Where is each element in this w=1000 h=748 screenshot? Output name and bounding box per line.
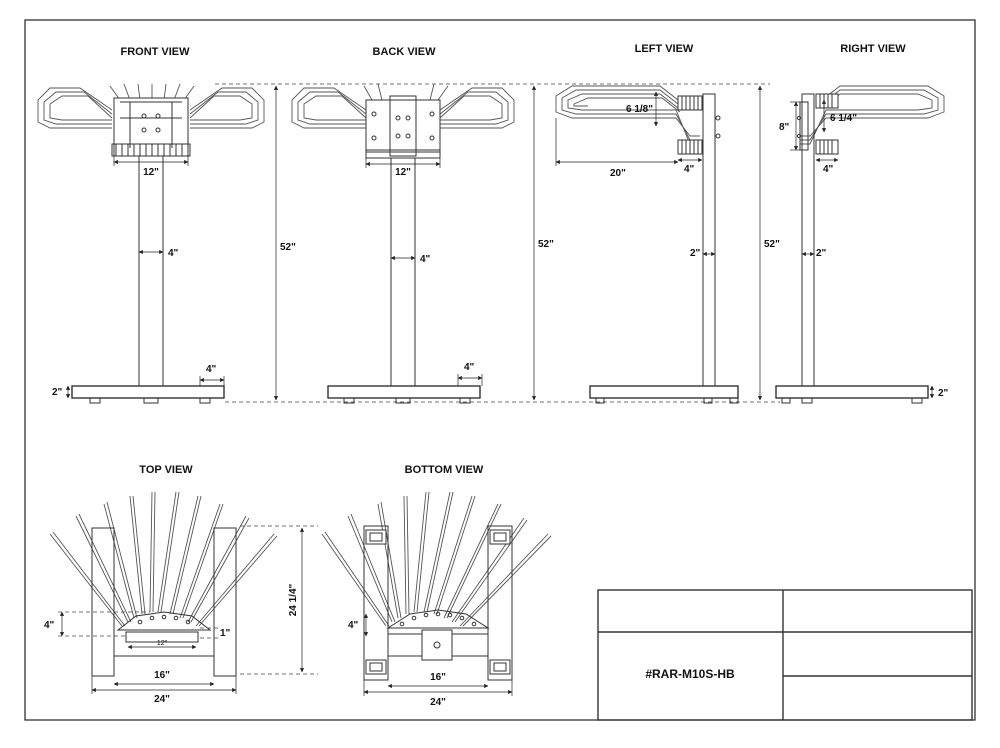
bottom-outer-w-dim: 24" [430, 697, 446, 708]
front-base-dim: 2" [52, 387, 63, 398]
right-block-h-dim: 8" [779, 122, 790, 133]
left-view-title: LEFT VIEW [635, 43, 694, 55]
right-view: RIGHT VIEW 8" 6 1/4" 4" 2" 2" [775, 43, 949, 404]
back-base [327, 385, 481, 399]
front-width-dim: 12" [143, 167, 159, 178]
front-bracket [113, 97, 189, 157]
right-spacing-dim: 6 1/4" [830, 113, 857, 124]
left-base [589, 385, 739, 399]
left-view: LEFT VIEW 6 1/8" 20" 4" 2" [555, 43, 739, 404]
right-base [775, 385, 929, 399]
back-post-dim: 4" [420, 254, 431, 265]
front-view: FRONT VIEW 12" 4" 4" 2" [37, 46, 265, 404]
depth-dim: 24 1/4" [288, 583, 299, 616]
top-outer-w-dim: 24" [154, 694, 170, 705]
left-post-dim: 2" [690, 248, 701, 259]
right-post-dim: 2" [816, 248, 827, 259]
top-arms [49, 491, 278, 627]
height-c-dim: 52" [764, 239, 780, 250]
top-view: TOP VIEW 12" 4" 1" 16" [44, 464, 278, 705]
bottom-arms [321, 491, 552, 627]
bottom-inner-w-dim: 16" [430, 672, 446, 683]
back-bracket [365, 99, 441, 153]
right-base-dim: 2" [938, 388, 949, 399]
front-view-title: FRONT VIEW [120, 46, 190, 58]
front-caster-dim: 4" [206, 364, 217, 375]
bottom-frame-right [487, 525, 513, 681]
back-caster-dim: 4" [464, 362, 475, 373]
top-view-title: TOP VIEW [139, 464, 193, 476]
bottom-frame-left [363, 525, 389, 681]
back-width-dim: 12" [395, 167, 411, 178]
part-number: #RAR-M10S-HB [645, 667, 735, 681]
back-view-title: BACK VIEW [373, 46, 437, 58]
front-base [71, 385, 225, 399]
right-hangers [800, 85, 945, 145]
left-block-dim: 4" [684, 164, 695, 175]
title-block: #RAR-M10S-HB [597, 589, 973, 721]
left-arm-dim: 20" [610, 168, 626, 179]
top-inner-dim: 12" [157, 640, 168, 647]
back-view: BACK VIEW 12" 4" 4" [291, 46, 515, 404]
left-spacing-dim: 6 1/8" [626, 104, 653, 115]
height-a-dim: 52" [280, 242, 296, 253]
top-inner-w-dim: 16" [154, 670, 170, 681]
left-hangers [555, 85, 700, 145]
front-post [138, 155, 164, 387]
front-post-dim: 4" [168, 248, 179, 259]
bottom-view: BOTTOM VIEW 4" [321, 464, 552, 708]
front-hangers [37, 83, 265, 129]
right-view-title: RIGHT VIEW [840, 43, 906, 55]
bottom-center-plate [421, 629, 453, 661]
back-post [390, 157, 416, 387]
bottom-view-title: BOTTOM VIEW [405, 464, 484, 476]
bottom-offset-dim: 4" [348, 620, 359, 631]
top-frame-left [91, 527, 115, 677]
right-block-dim: 4" [823, 164, 834, 175]
height-b-dim: 52" [538, 239, 554, 250]
top-frame-right [213, 527, 237, 677]
back-hangers [291, 83, 515, 129]
top-plate-dim: 1" [220, 628, 231, 639]
top-offset-dim: 4" [44, 620, 55, 631]
drawing-frame [24, 19, 976, 721]
left-post [702, 93, 716, 387]
